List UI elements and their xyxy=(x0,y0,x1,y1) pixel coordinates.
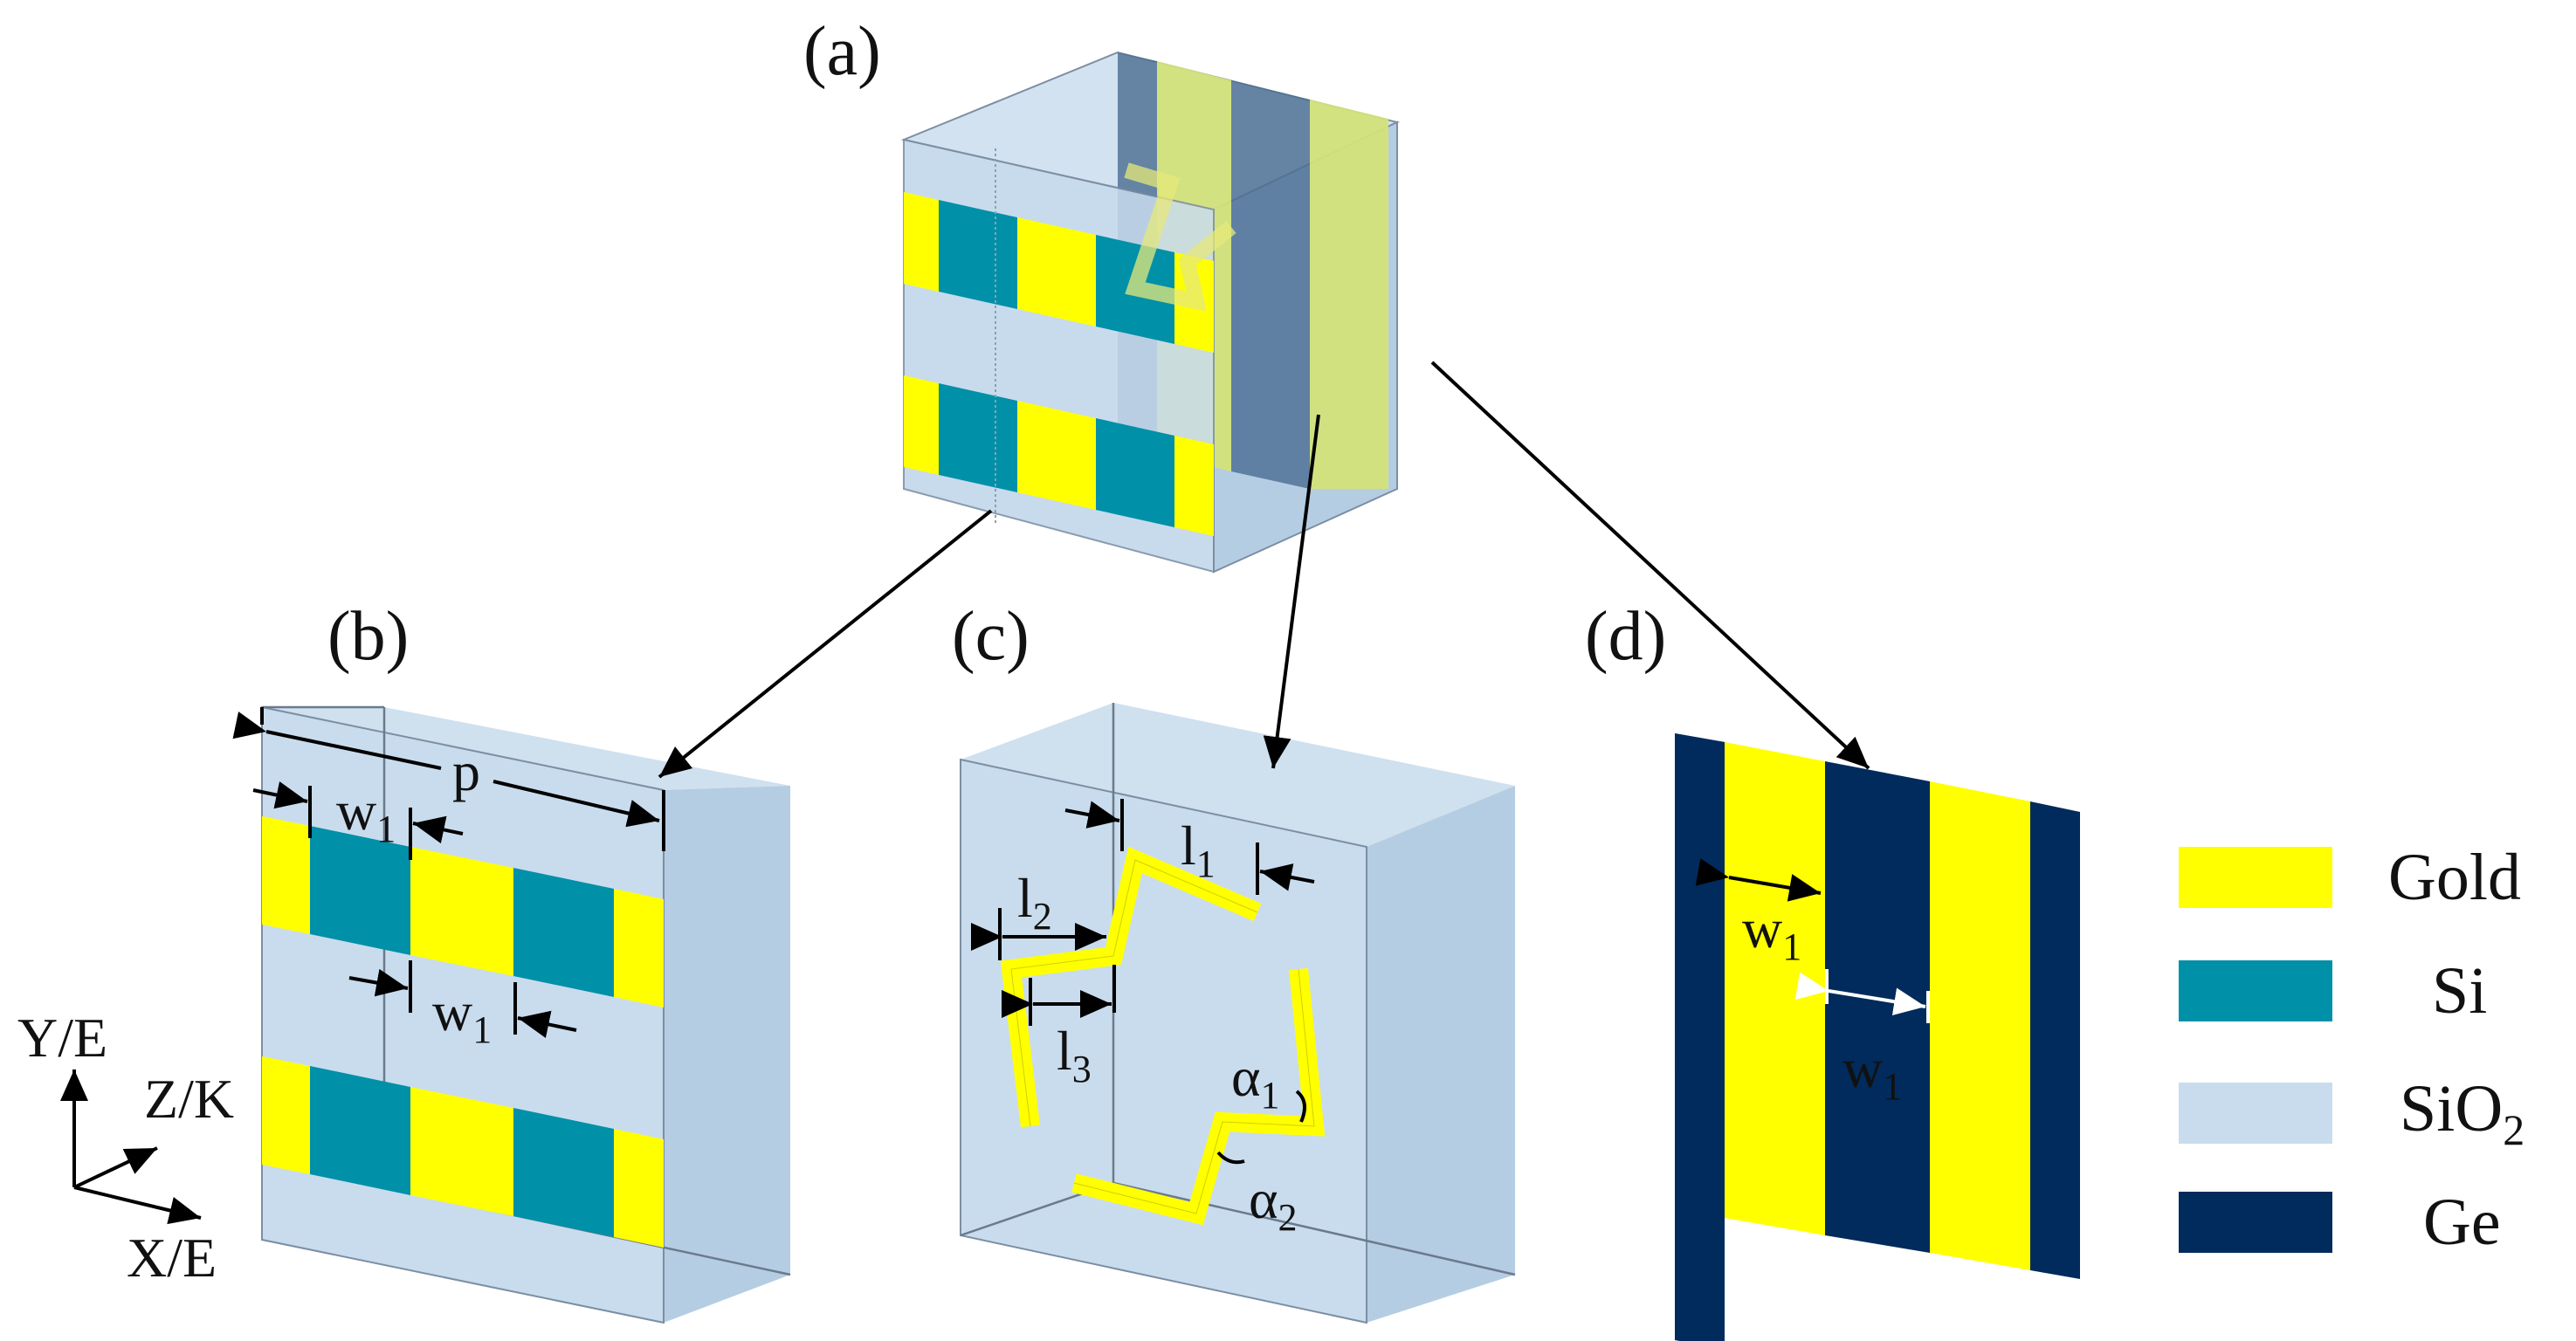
dim-label-l3: l3 xyxy=(1057,1020,1092,1090)
panel-label-b: (b) xyxy=(327,598,409,675)
legend-label-sio2: SiO2 xyxy=(2400,1072,2524,1154)
legend-swatch-si xyxy=(2179,960,2332,1021)
axis-label-y: Y/E xyxy=(17,1007,107,1069)
panel-c-dimensions xyxy=(971,799,1315,1165)
panel-b-layer xyxy=(261,705,791,1324)
panel-d-dimensions xyxy=(1695,858,1930,1023)
connector-arrows xyxy=(658,361,1870,779)
panel-label-c: (c) xyxy=(952,598,1030,675)
legend: Gold Si SiO2 Ge xyxy=(2179,841,2524,1259)
legend-swatch-gold xyxy=(2179,847,2332,908)
panel-b-dimensions xyxy=(232,707,665,1039)
axis-label-z: Z/K xyxy=(144,1068,234,1130)
dim-label-p: p xyxy=(452,740,480,802)
axis-label-x: X/E xyxy=(127,1227,217,1289)
coordinate-axes: Y/E Z/K X/E xyxy=(17,1007,234,1289)
dim-label-w1-d-black: w1 xyxy=(1742,897,1801,968)
legend-label-gold: Gold xyxy=(2388,841,2521,914)
legend-swatch-ge xyxy=(2179,1192,2332,1253)
angle-label-alpha2: α2 xyxy=(1249,1168,1298,1239)
panel-label-d: (d) xyxy=(1585,598,1666,675)
panel-c-layer xyxy=(960,703,1516,1324)
dim-label-w1-b-top: w1 xyxy=(336,780,396,850)
dim-label-l2: l2 xyxy=(1017,867,1052,938)
panel-label-a: (a) xyxy=(803,13,881,90)
panel-a-cube xyxy=(900,51,1400,574)
angle-label-alpha1: α1 xyxy=(1231,1046,1280,1117)
legend-label-ge: Ge xyxy=(2423,1186,2501,1259)
dim-label-w1-b-mid: w1 xyxy=(432,980,492,1051)
legend-swatch-sio2 xyxy=(2179,1083,2332,1144)
dim-label-w1-d-white: w1 xyxy=(1842,1037,1902,1108)
legend-label-si: Si xyxy=(2432,954,2487,1028)
dim-label-l1: l1 xyxy=(1181,815,1216,885)
